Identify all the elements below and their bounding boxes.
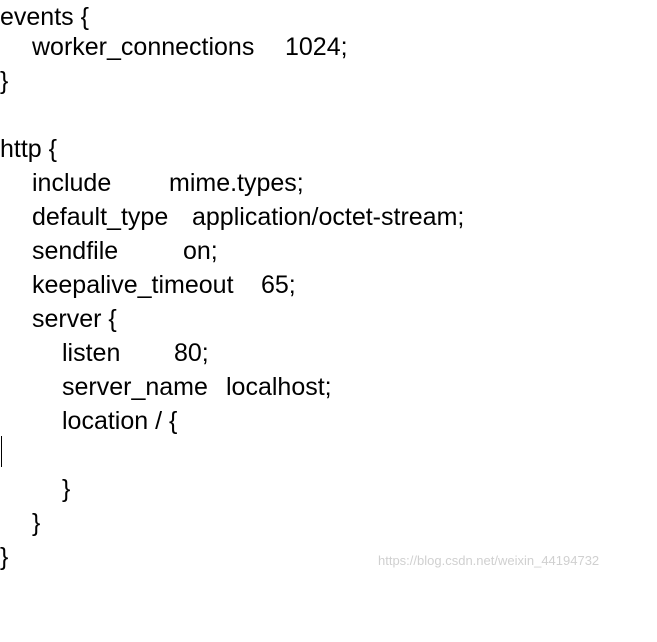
code-token: 80; xyxy=(174,339,209,367)
code-token: server_name xyxy=(62,373,208,401)
code-token: on; xyxy=(183,237,218,265)
code-line-location-close: } xyxy=(62,472,90,506)
code-line-server-name: server_name localhost; xyxy=(62,370,332,404)
code-token: 65; xyxy=(261,271,296,299)
code-line-sendfile: sendfile on; xyxy=(32,234,218,268)
code-token: } xyxy=(32,509,41,537)
code-token: mime.types; xyxy=(169,169,304,197)
code-token: localhost; xyxy=(226,373,332,401)
code-line-worker-connections: worker_connections 1024; xyxy=(32,30,348,64)
code-token: events { xyxy=(0,3,89,31)
code-line-server-open: server { xyxy=(32,302,117,336)
code-line-server-close: } xyxy=(32,506,60,540)
code-token: 1024; xyxy=(285,33,348,61)
code-token: listen xyxy=(62,339,121,367)
code-line-events-open: events { xyxy=(0,0,89,34)
code-line-keepalive-timeout: keepalive_timeout 65; xyxy=(32,268,296,302)
code-token: } xyxy=(0,543,9,571)
code-line-http-close: } xyxy=(0,540,28,574)
code-editor[interactable]: events { worker_connections 1024; } http… xyxy=(0,0,657,581)
code-token: } xyxy=(0,67,9,95)
code-token: keepalive_timeout xyxy=(32,271,234,299)
watermark-text: https://blog.csdn.net/weixin_44194732 xyxy=(378,553,600,568)
code-token: default_type xyxy=(32,203,169,231)
code-line-location-open: location / { xyxy=(62,404,177,438)
code-token: include xyxy=(32,169,112,197)
code-token: http { xyxy=(0,135,57,163)
code-line-http-open: http { xyxy=(0,132,57,166)
code-token: location / { xyxy=(62,407,178,435)
code-token: worker_connections xyxy=(32,33,255,61)
code-line-events-close: } xyxy=(0,64,28,98)
text-cursor xyxy=(1,436,2,467)
code-token: } xyxy=(62,475,71,503)
code-token: sendfile xyxy=(32,237,119,265)
code-token: server { xyxy=(32,305,117,333)
code-line-listen: listen 80; xyxy=(62,336,209,370)
code-line-include: include mime.types; xyxy=(32,166,304,200)
code-token: application/octet-stream; xyxy=(192,203,465,231)
code-line-default-type: default_type application/octet-stream; xyxy=(32,200,464,234)
